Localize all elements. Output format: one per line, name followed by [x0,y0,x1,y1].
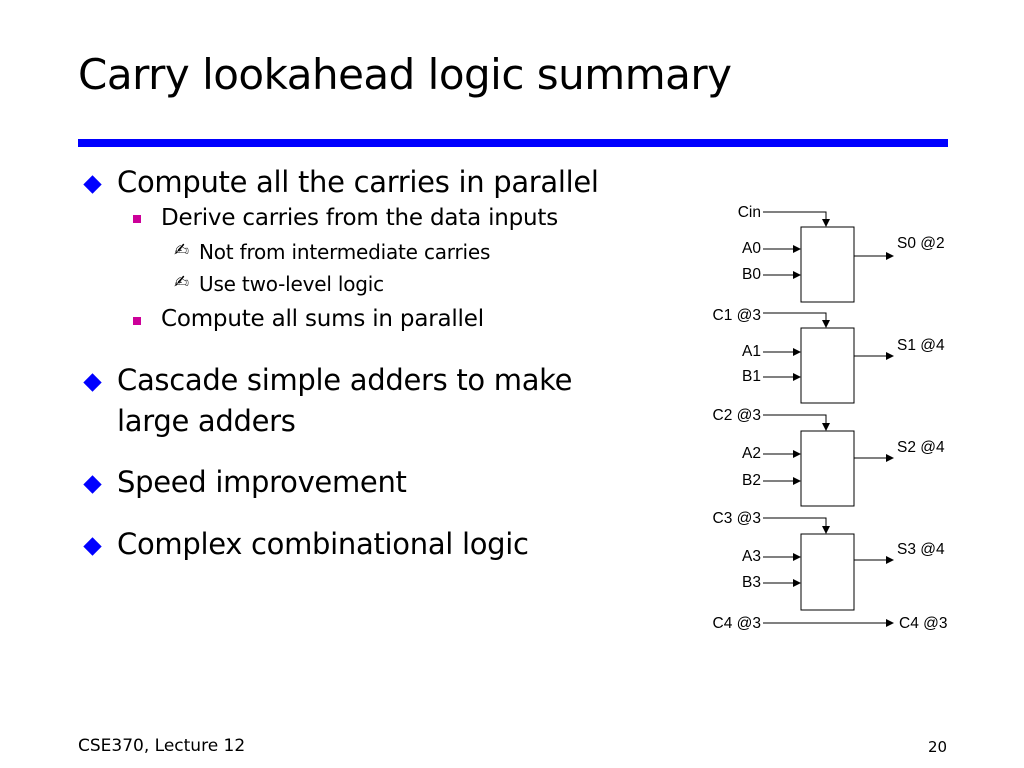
slide-title: Carry lookahead logic summary [78,50,732,99]
bullet-speed: Speed improvement [117,465,407,499]
carry-out-in-label: C4 @3 [713,615,761,632]
carry-out-out-label: C4 @3 [899,615,947,632]
adder-stage-1: C1 @3 A1 B1 S1 @4 [713,307,945,404]
sum-output-label: S3 @4 [897,541,945,558]
adder-stage-0: Cin A0 B0 S0 @2 [738,204,945,303]
bullet-compute-carries: Compute all the carries in parallel [117,165,599,199]
bullet-cascade-line2: large adders [117,404,296,438]
carry-in-label: C2 @3 [713,407,761,424]
input-b-label: B2 [742,472,761,489]
input-a-label: A1 [742,343,761,360]
carry-in-label: Cin [738,204,761,221]
page-number: 20 [928,738,948,756]
footer-course: CSE370, Lecture 12 [78,736,246,756]
adder-stage-2: C2 @3 A2 B2 S2 @4 [713,407,945,507]
input-a-label: A0 [742,240,761,257]
subsub-two-level-logic: Use two-level logic [199,272,384,296]
input-b-label: B0 [742,266,761,283]
input-a-label: A3 [742,548,761,565]
bullet-cascade-line1: Cascade simple adders to make [117,363,573,397]
carry-in-label: C1 @3 [713,307,761,324]
sum-output-label: S2 @4 [897,439,945,456]
sum-output-label: S0 @2 [897,235,945,252]
writing-hand-icon: ✍ [174,240,190,261]
input-a-label: A2 [742,445,761,462]
adder-stage-3: C3 @3 A3 B3 S3 @4 [713,510,945,611]
input-b-label: B1 [742,368,761,385]
carry-out: C4 @3 C4 @3 [713,615,948,632]
subsub-not-intermediate: Not from intermediate carries [199,240,491,264]
sum-output-label: S1 @4 [897,337,945,354]
carry-in-label: C3 @3 [713,510,761,527]
bullet-complex-logic: Complex combinational logic [117,527,529,561]
square-bullet-icon [133,215,141,223]
subbullet-compute-sums: Compute all sums in parallel [161,306,484,332]
writing-hand-icon: ✍ [174,272,190,293]
input-b-label: B3 [742,574,761,591]
title-divider [78,139,948,147]
subbullet-derive-carries: Derive carries from the data inputs [161,205,559,231]
square-bullet-icon [133,317,141,325]
